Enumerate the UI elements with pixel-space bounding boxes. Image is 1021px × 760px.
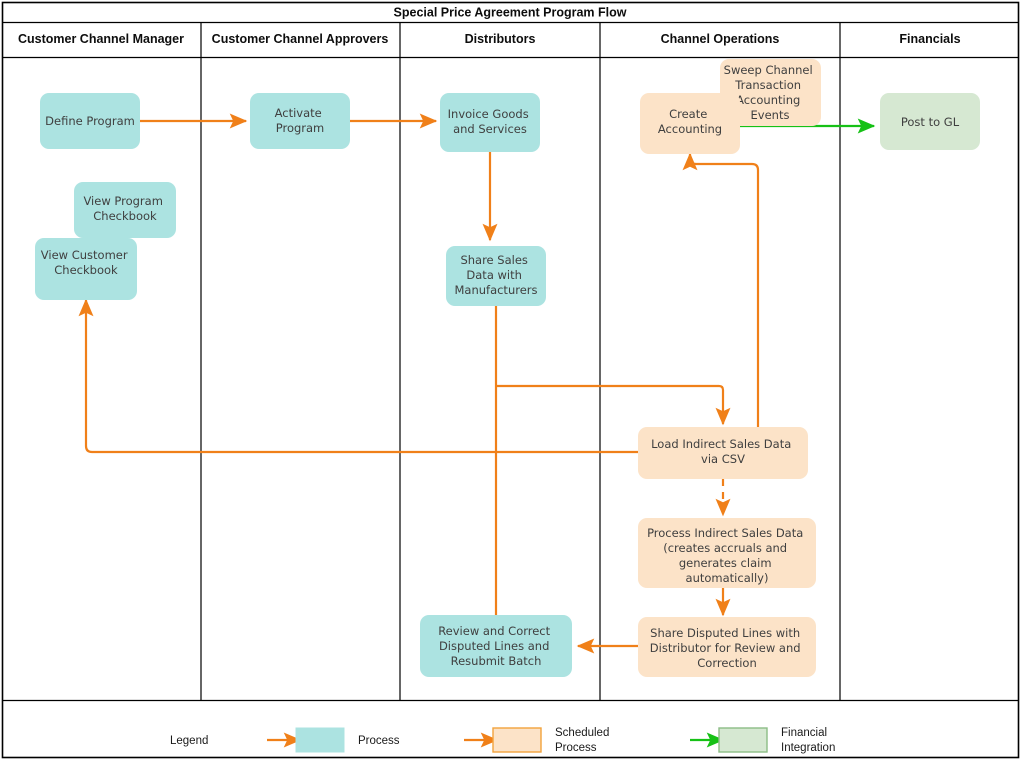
legend-item-scheduled-process: Scheduled Process bbox=[464, 727, 613, 754]
node-load-indirect-line-1: via CSV bbox=[701, 452, 745, 466]
node-process-indirect-sales-data[interactable]: Process Indirect Sales Data (creates acc… bbox=[638, 518, 816, 588]
edge-load-indirect-to-create-accounting bbox=[682, 152, 760, 430]
node-share-disputed-line-1: Distributor for Review and bbox=[650, 641, 801, 655]
node-review-correct-line-2: Resubmit Batch bbox=[451, 654, 542, 668]
diagram-title: Special Price Agreement Program Flow bbox=[394, 6, 627, 20]
lane-header-distributors: Distributors bbox=[465, 32, 536, 46]
svg-text:Review and Correct Dis: Review and Correct Disputed Lines and Re… bbox=[438, 624, 554, 668]
svg-text:View Customer Checkboo: View Customer Checkbook bbox=[41, 248, 131, 277]
node-share-disputed-line-0: Share Disputed Lines with bbox=[650, 626, 800, 640]
node-load-indirect-line-0: Load Indirect Sales Data bbox=[651, 437, 791, 451]
node-share-sales-data-line-1: Data with bbox=[466, 268, 522, 282]
lane-dividers bbox=[200, 22, 841, 701]
legend: Legend Process Scheduled Process bbox=[170, 727, 835, 754]
node-share-disputed-line-2: Correction bbox=[697, 656, 757, 670]
node-sweep-line-3: Events bbox=[751, 108, 790, 122]
node-view-customer-checkbook-line-1: Checkbook bbox=[54, 263, 118, 277]
node-process-indirect-line-1: (creates accruals and bbox=[663, 541, 787, 555]
svg-text:Load Indirect Sales Data: Load Indirect Sales Data via CSV bbox=[651, 437, 795, 466]
node-sweep-channel-transaction-accounting-events[interactable]: Sweep Channel Transaction Accounting Eve… bbox=[720, 59, 821, 126]
legend-swatch-process bbox=[295, 727, 345, 753]
svg-text:Share Sales Data with: Share Sales Data with Manufacturers bbox=[454, 253, 537, 297]
node-sweep-line-1: Transaction bbox=[734, 78, 801, 92]
node-create-accounting[interactable]: Create Accounting bbox=[640, 93, 740, 154]
edge-load-indirect-to-view-customer-checkbook bbox=[78, 298, 638, 454]
svg-text:Share Disputed Lines with: Share Disputed Lines with Distributor fo… bbox=[650, 626, 804, 670]
node-sweep-line-0: Sweep Channel bbox=[724, 63, 813, 77]
legend-item-process: Process bbox=[267, 727, 400, 753]
legend-label-process-line-0: Process bbox=[358, 735, 400, 747]
node-share-sales-data[interactable]: Share Sales Data with Manufacturers bbox=[446, 246, 546, 306]
node-process-indirect-line-3: automatically) bbox=[686, 571, 769, 585]
node-define-program-line-0: Define Program bbox=[45, 114, 135, 128]
svg-text:Post to GL: Post to GL bbox=[901, 115, 960, 129]
node-review-correct-line-0: Review and Correct bbox=[438, 624, 550, 638]
svg-text:Financial Integratio: Financial Integration bbox=[781, 727, 835, 754]
node-process-indirect-line-0: Process Indirect Sales Data bbox=[647, 526, 803, 540]
node-share-disputed-lines[interactable]: Share Disputed Lines with Distributor fo… bbox=[638, 617, 816, 677]
node-create-accounting-line-0: Create bbox=[669, 107, 707, 121]
legend-label-scheduled-line-0: Scheduled bbox=[555, 727, 609, 739]
legend-swatch-scheduled bbox=[492, 727, 542, 753]
svg-text:Invoice Goods and Serv: Invoice Goods and Services bbox=[448, 107, 533, 136]
lane-header-row: Customer Channel Manager Customer Channe… bbox=[18, 32, 961, 46]
node-post-to-gl-line-0: Post to GL bbox=[901, 115, 960, 129]
svg-text:Process Indirect Sales Data: Process Indirect Sales Data (creates acc… bbox=[647, 526, 807, 585]
svg-text:Scheduled Process: Scheduled Process bbox=[555, 727, 613, 754]
node-invoice-goods-line-0: Invoice Goods bbox=[448, 107, 529, 121]
node-view-customer-checkbook-line-0: View Customer bbox=[41, 248, 128, 262]
svg-text:Activate Program: Activate Program bbox=[275, 106, 326, 135]
node-create-accounting-line-1: Accounting bbox=[658, 122, 722, 136]
lane-header-financials: Financials bbox=[899, 32, 960, 46]
node-process-indirect-line-2: generates claim bbox=[679, 556, 772, 570]
svg-text:Sweep Channel Transact: Sweep Channel Transaction Accounting Eve… bbox=[724, 63, 817, 122]
node-invoice-goods-and-services[interactable]: Invoice Goods and Services bbox=[440, 93, 540, 152]
legend-title: Legend bbox=[170, 735, 208, 747]
node-activate-program-line-0: Activate bbox=[275, 106, 322, 120]
svg-text:Process: Process bbox=[358, 735, 400, 747]
node-load-indirect-sales-data[interactable]: Load Indirect Sales Data via CSV bbox=[638, 427, 808, 479]
node-activate-program[interactable]: Activate Program bbox=[250, 93, 350, 149]
node-review-and-correct-disputed-lines[interactable]: Review and Correct Disputed Lines and Re… bbox=[420, 615, 572, 677]
edge-rail-to-load-indirect-sales bbox=[496, 384, 731, 426]
node-view-program-checkbook[interactable]: View Program Checkbook bbox=[74, 182, 176, 238]
svg-text:Create Accounting: Create Accounting bbox=[658, 107, 722, 136]
legend-swatch-financial bbox=[718, 727, 768, 753]
node-post-to-gl[interactable]: Post to GL bbox=[880, 93, 980, 150]
legend-label-financial-line-0: Financial bbox=[781, 727, 827, 739]
legend-label-scheduled-line-1: Process bbox=[555, 742, 597, 754]
lane-header-customer-channel-manager: Customer Channel Manager bbox=[18, 32, 184, 46]
node-review-correct-line-1: Disputed Lines and bbox=[439, 639, 549, 653]
node-invoice-goods-line-1: and Services bbox=[453, 122, 527, 136]
node-view-customer-checkbook[interactable]: View Customer Checkbook bbox=[35, 238, 137, 300]
node-view-program-checkbook-line-0: View Program bbox=[83, 194, 162, 208]
legend-item-financial-integration: Financial Integration bbox=[690, 727, 835, 754]
svg-text:Define Program: Define Program bbox=[45, 114, 135, 128]
lane-header-channel-operations: Channel Operations bbox=[661, 32, 780, 46]
lane-header-customer-channel-approvers: Customer Channel Approvers bbox=[212, 32, 389, 46]
node-define-program[interactable]: Define Program bbox=[40, 93, 140, 149]
node-sweep-line-2: Accounting bbox=[736, 93, 800, 107]
legend-label-financial-line-1: Integration bbox=[781, 742, 835, 754]
node-view-program-checkbook-line-1: Checkbook bbox=[93, 209, 157, 223]
svg-text:View Program Checkbook: View Program Checkbook bbox=[83, 194, 166, 223]
node-share-sales-data-line-2: Manufacturers bbox=[454, 283, 537, 297]
connectors bbox=[78, 113, 876, 661]
node-activate-program-line-1: Program bbox=[276, 121, 325, 135]
node-share-sales-data-line-0: Share Sales bbox=[460, 253, 527, 267]
